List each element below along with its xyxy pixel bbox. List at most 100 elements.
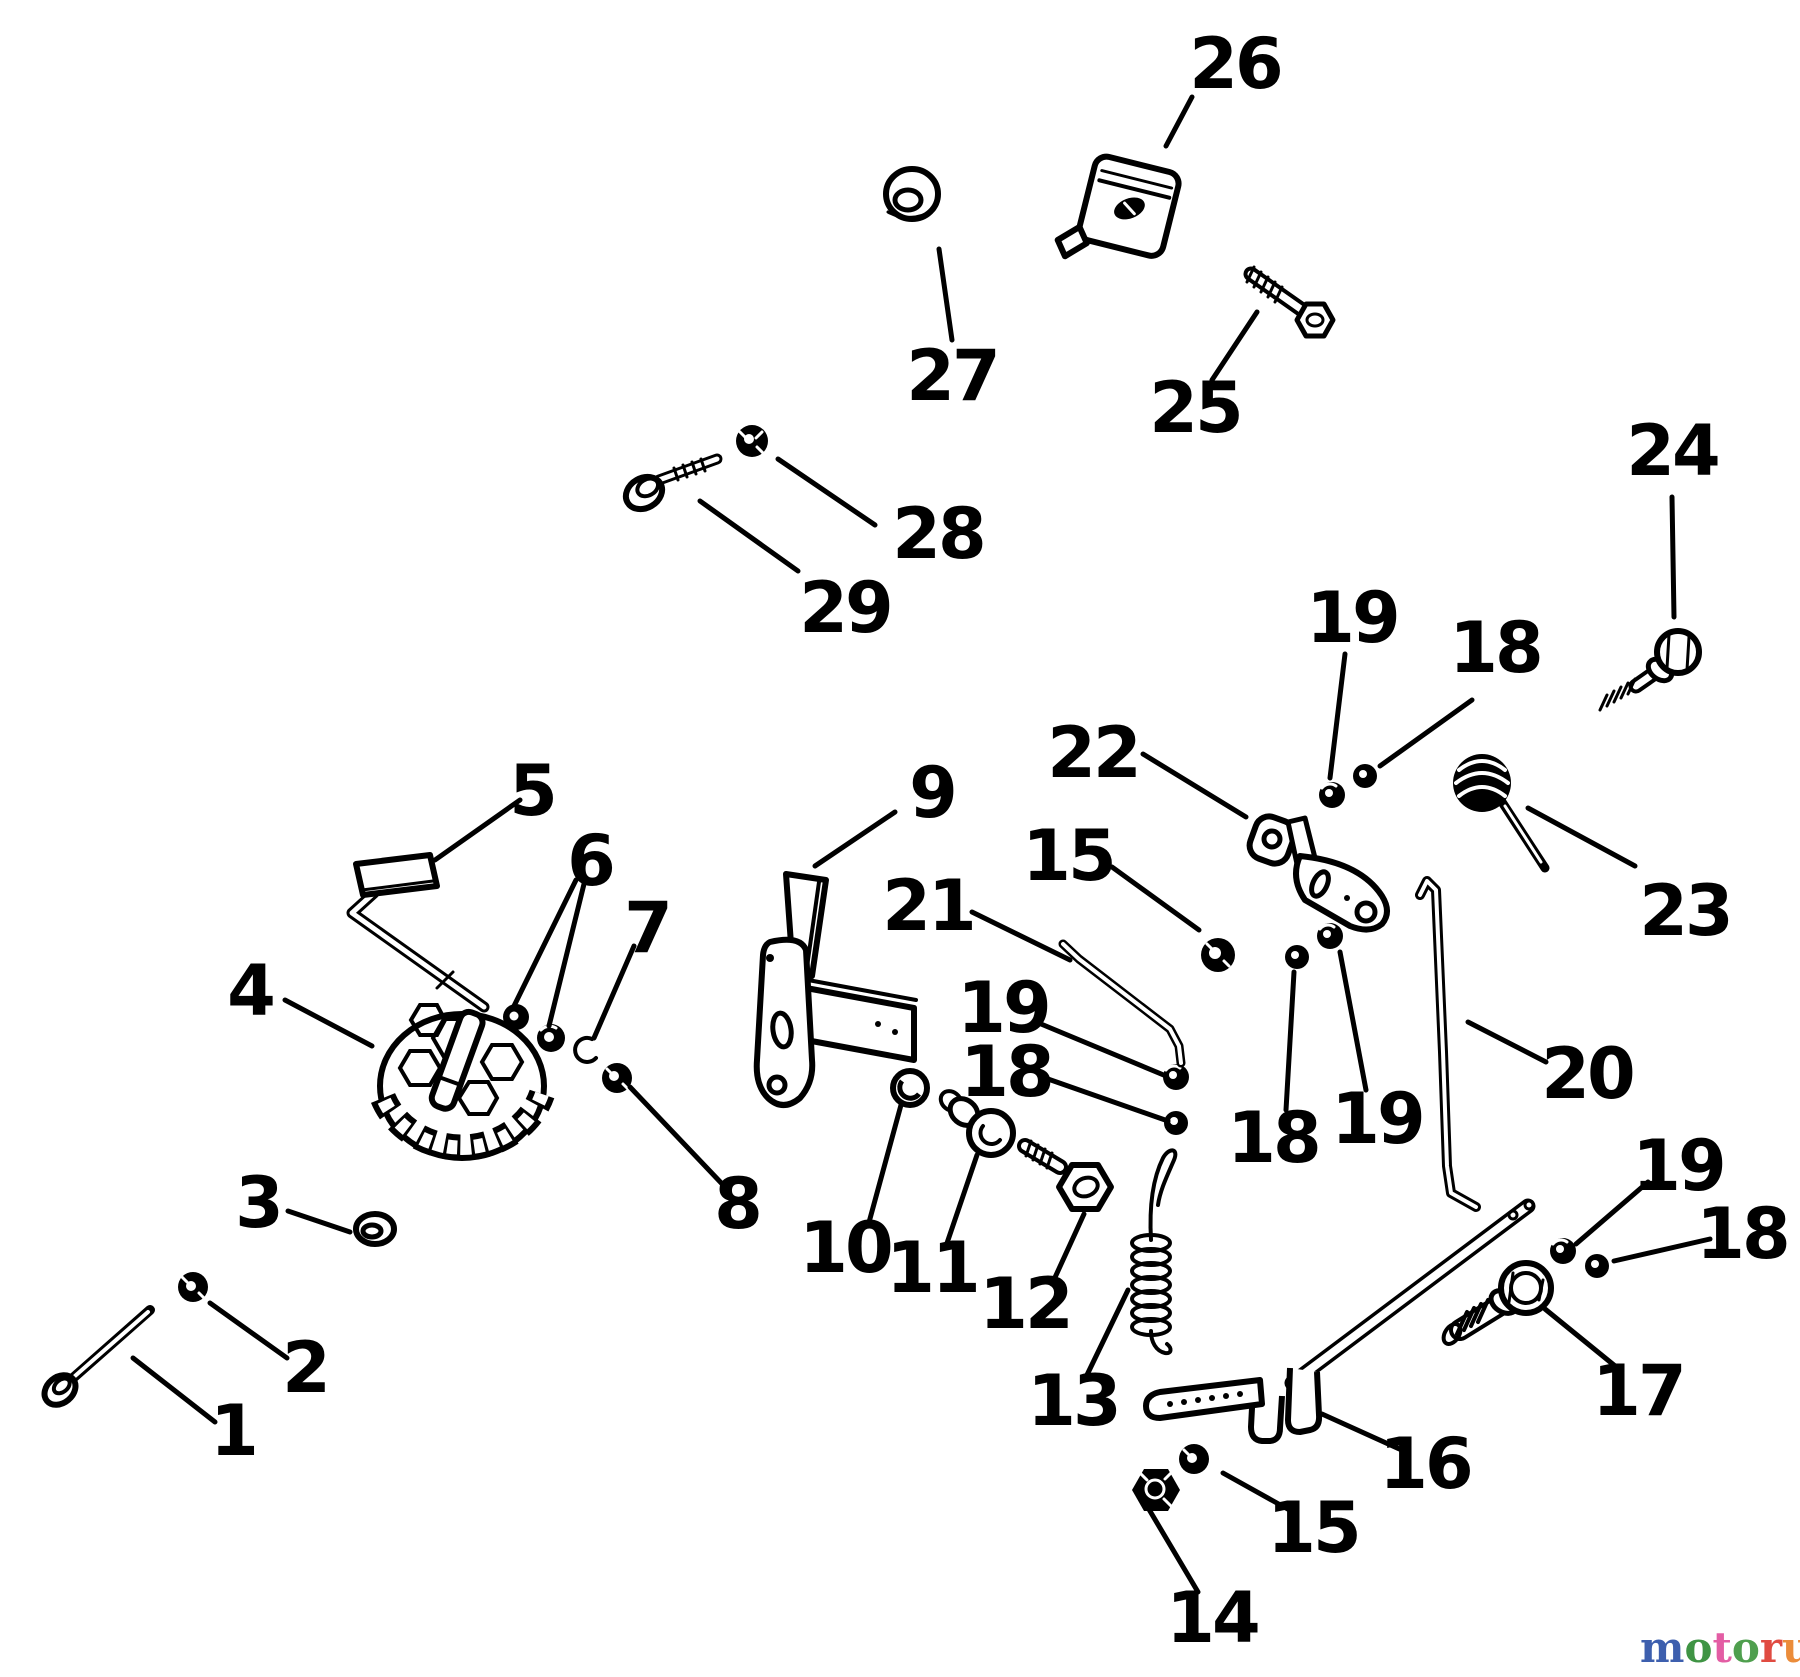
callout-label-7: 7 [624, 887, 670, 969]
nut-highlight [1205, 942, 1214, 951]
thread [1038, 1147, 1047, 1166]
head-crown [1072, 1175, 1100, 1199]
gear-facet [479, 1043, 525, 1081]
callout-label-18-mid: 18 [960, 1031, 1051, 1113]
part-nut-19-top [1319, 782, 1345, 808]
arm-core [1288, 1202, 1532, 1387]
callout-label-10: 10 [799, 1207, 891, 1289]
gear-pin [428, 1008, 486, 1112]
nut-flange [1318, 923, 1336, 931]
coil-turn [1457, 759, 1507, 772]
callout-label-23: 23 [1639, 870, 1730, 952]
head-facet [1537, 1278, 1545, 1302]
clevis-right [1285, 1367, 1323, 1435]
leader-15-bottom [1220, 1470, 1296, 1515]
leader-18-top [1377, 697, 1475, 769]
leader-1 [130, 1355, 218, 1425]
washer-hole [360, 1222, 384, 1240]
wm-letter-u[interactable]: u [1782, 1623, 1800, 1672]
part-link-rod-21 [1058, 939, 1186, 1068]
bolt-shaft-core [73, 1310, 150, 1378]
nut-facet [1162, 1497, 1173, 1508]
bolt-head [1654, 628, 1702, 676]
thread [1273, 285, 1284, 304]
callout-label-28: 28 [892, 493, 983, 575]
part-bent-rod-5 [346, 852, 490, 1013]
head-socket [51, 1376, 72, 1396]
ring-lip [886, 208, 936, 219]
thread [1252, 270, 1263, 289]
leader-18-right [1611, 1236, 1713, 1264]
leader-lines [130, 94, 1713, 1595]
washer-highlight [1182, 1448, 1190, 1456]
arm-tip-hole [1523, 1199, 1535, 1211]
part-bushing-10 [890, 1068, 930, 1108]
pin-outline [428, 1008, 486, 1112]
callout-label-29: 29 [799, 567, 890, 649]
wm-letter-r[interactable]: r [1760, 1623, 1783, 1672]
clip-tab [1054, 223, 1090, 260]
wm-letter-m[interactable]: m [1640, 1623, 1684, 1672]
nut-highlight [754, 430, 764, 440]
washer-hole [509, 1011, 519, 1021]
plate-hole [1354, 900, 1378, 924]
washer-highlight [605, 1067, 613, 1075]
callout-label-26: 26 [1189, 23, 1280, 105]
part-lock-washer-8 [602, 1063, 632, 1093]
part-hex-nut-14 [1132, 1469, 1180, 1511]
leader-28 [775, 456, 878, 528]
part-seal-washer-3 [353, 1211, 397, 1247]
watermark-brand-text[interactable]: motoruf.de [1640, 1623, 1800, 1672]
clip-fold [1100, 169, 1174, 190]
leader-18-bracket [1283, 969, 1297, 1113]
clip-fold [1097, 178, 1172, 200]
part-washers-6 [503, 1004, 565, 1052]
plate-pin-hole [766, 954, 774, 962]
part-hex-bolt-24 [1598, 628, 1702, 712]
bracket-face [803, 985, 917, 1063]
thread [1605, 689, 1616, 708]
part-nut-19-bracket [1317, 923, 1343, 949]
head-outline [966, 1108, 1016, 1158]
thread [1476, 1298, 1490, 1324]
leader-8 [627, 1084, 729, 1191]
perforation [1167, 1401, 1173, 1407]
leader-26 [1163, 94, 1195, 149]
head-facet [1665, 633, 1671, 670]
leader-22 [1140, 751, 1249, 820]
callout-label-12: 12 [979, 1263, 1070, 1345]
spring-top-hook [1148, 1148, 1178, 1242]
callout-label-14: 14 [1166, 1577, 1258, 1659]
leader-12 [1049, 1211, 1087, 1287]
gear-facet [456, 1080, 500, 1116]
wm-letter-o1[interactable]: o [1684, 1623, 1712, 1672]
plate-slot [1309, 869, 1331, 899]
nut-hole [1556, 1245, 1564, 1253]
spring-coil [1453, 754, 1511, 812]
leader-16 [1319, 1411, 1409, 1455]
callout-label-11: 11 [886, 1227, 977, 1309]
gear-facet [408, 1003, 448, 1037]
head-facet [1685, 635, 1691, 672]
callout-label-18-bracket: 18 [1227, 1097, 1318, 1179]
wm-letter-t[interactable]: t [1712, 1623, 1732, 1672]
leader-19-mid [1038, 1021, 1169, 1079]
wm-letter-o2[interactable]: o [1732, 1623, 1760, 1672]
nut-bore [1144, 1478, 1166, 1500]
callout-label-9: 9 [909, 752, 955, 834]
callout-label-3: 3 [235, 1162, 281, 1244]
washer-hole [1170, 1117, 1178, 1125]
leader-24 [1669, 494, 1677, 620]
callout-label-19-top: 19 [1306, 577, 1397, 659]
thread [1619, 681, 1630, 700]
nut-facet [1163, 1470, 1174, 1481]
bolt-head [1056, 1162, 1114, 1212]
callout-labels: 1 2 3 4 5 6 7 8 9 10 11 12 13 14 15 15 1… [210, 23, 1791, 1659]
leader-18-mid [1045, 1076, 1171, 1124]
head-facet [1507, 1271, 1515, 1304]
watermark[interactable]: motoruf.de [1640, 1623, 1800, 1672]
part-washer-18-bracket [1285, 945, 1309, 969]
callout-label-18-top: 18 [1449, 607, 1540, 689]
washer-hole [1591, 1260, 1599, 1268]
